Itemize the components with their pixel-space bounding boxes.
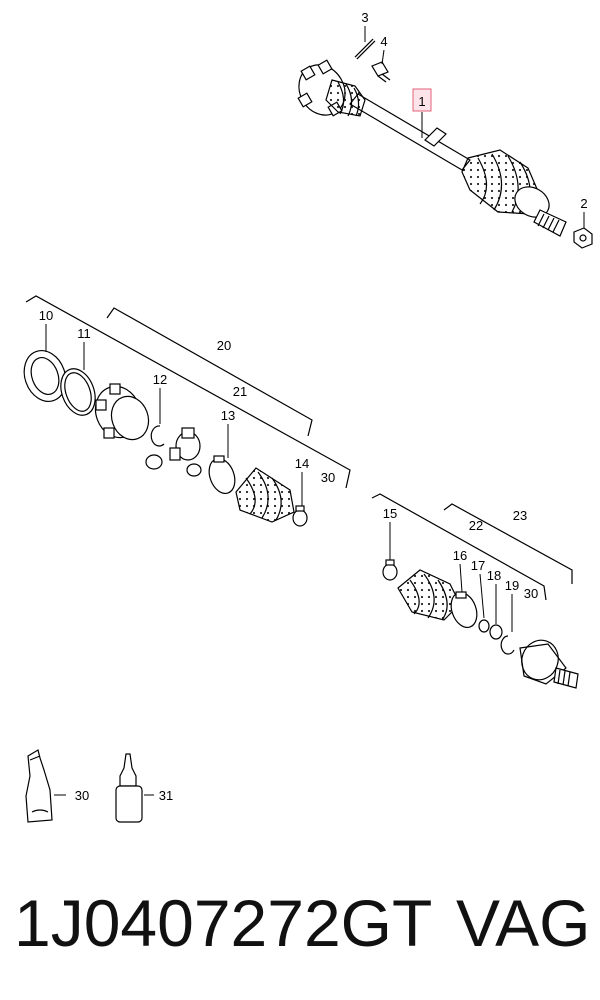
callout-19: 19 (505, 578, 519, 593)
inner-joint-exploded-parts (23, 295, 351, 527)
callout-23: 23 (513, 508, 527, 523)
callout-21: 21 (233, 384, 247, 399)
callout-4: 4 (380, 34, 387, 49)
callout-18: 18 (487, 568, 501, 583)
callout-12: 12 (153, 372, 167, 387)
callout-17: 17 (471, 558, 485, 573)
callout-20: 20 (217, 338, 231, 353)
brand-caption: VAG (456, 886, 591, 960)
callout-30-grease: 30 (75, 788, 89, 803)
callout-1: 1 (418, 94, 425, 109)
exploded-parts-diagram: 1 2 3 4 (23, 10, 593, 823)
outer-joint-exploded-parts (371, 493, 579, 689)
callout-30-outer-kit: 30 (524, 586, 538, 601)
callout-22: 22 (469, 518, 483, 533)
drive-shaft-assembly (297, 38, 593, 249)
callout-11: 11 (77, 326, 91, 341)
bottle (115, 753, 143, 823)
callout-30-inner-kit: 30 (321, 470, 335, 485)
callout-3: 3 (361, 10, 368, 25)
callout-14: 14 (295, 456, 309, 471)
part-number-caption: 1J0407272GT (14, 886, 433, 960)
callout-15: 15 (383, 506, 397, 521)
callout-1-highlight-box (412, 88, 432, 112)
callout-13: 13 (221, 408, 235, 423)
callout-31: 31 (159, 788, 173, 803)
callout-2: 2 (580, 196, 587, 211)
callout-10: 10 (39, 308, 53, 323)
grease-tube (25, 749, 53, 823)
callout-16: 16 (453, 548, 467, 563)
